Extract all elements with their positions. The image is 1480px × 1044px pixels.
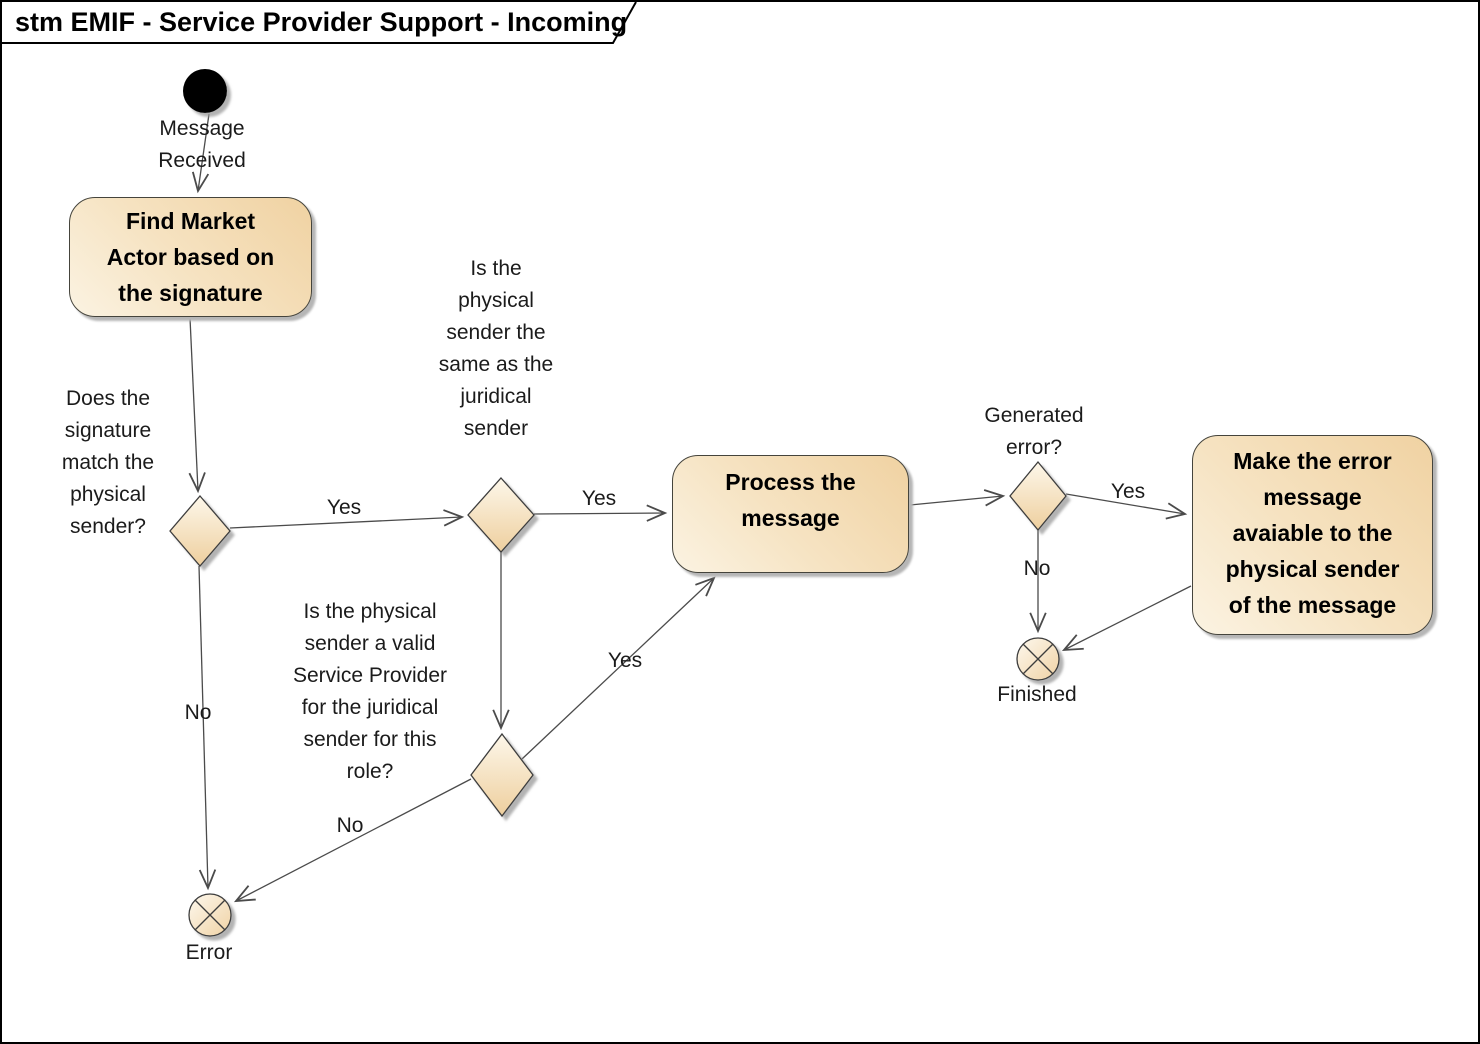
label-decision-valid-service-provider: Is the physical sender a valid Service P… xyxy=(292,600,448,783)
label-message-received: Message Received xyxy=(158,117,246,172)
edge-label-samesender-yes: Yes xyxy=(581,487,617,510)
edge-find-to-signature-decision[interactable] xyxy=(188,317,206,494)
edge-label-generated-no: No xyxy=(1023,557,1051,580)
activity-label-line: message xyxy=(1263,484,1362,510)
edge-validprovider-no[interactable] xyxy=(233,778,472,903)
edge-signature-yes[interactable] xyxy=(229,509,465,529)
edge-label-validprovider-no: No xyxy=(336,814,364,837)
edge-initial-to-find[interactable] xyxy=(191,113,210,194)
edge-label-signature-yes: Yes xyxy=(326,496,362,519)
edge-label-signature-no: No xyxy=(184,701,212,724)
edge-makeerror-to-finished[interactable] xyxy=(1061,585,1192,652)
label-decision-generated-error: Generated error? xyxy=(984,404,1084,459)
final-node-error[interactable] xyxy=(188,893,232,937)
activity-label-line: of the message xyxy=(1228,592,1397,618)
edge-label-generated-yes: Yes xyxy=(1110,480,1146,503)
activity-label-line: physical sender xyxy=(1225,556,1400,582)
edge-generated-yes[interactable] xyxy=(1065,493,1188,520)
decision-valid-service-provider[interactable] xyxy=(470,732,534,818)
activity-label-line: avaiable to the xyxy=(1232,520,1393,546)
decision-signature-match[interactable] xyxy=(169,495,231,567)
label-error-end: Error xyxy=(185,941,233,964)
edge-samesender-yes[interactable] xyxy=(533,504,668,522)
activity-label-line: Actor based on xyxy=(106,244,275,270)
activity-label-line: Make the error xyxy=(1233,448,1392,474)
activity-process-message[interactable]: Process the message xyxy=(672,455,909,573)
activity-label-line: Process the xyxy=(725,469,856,495)
label-decision-same-sender: Is the physical sender the same as the j… xyxy=(438,257,554,440)
activity-label-line: the signature xyxy=(118,280,263,306)
label-decision-signature-match: Does the signature match the physical se… xyxy=(61,387,155,538)
edge-process-to-generated-decision[interactable] xyxy=(909,489,1006,507)
decision-same-sender[interactable] xyxy=(467,477,535,553)
title-tab-outline xyxy=(2,2,637,44)
label-finished-end: Finished xyxy=(997,683,1077,706)
final-node-finished[interactable] xyxy=(1016,637,1060,681)
decision-generated-error[interactable] xyxy=(1009,460,1067,532)
edge-label-validprovider-yes: Yes xyxy=(607,649,643,672)
edge-validprovider-yes[interactable] xyxy=(521,576,716,760)
activity-make-error-available[interactable]: Make the error message avaiable to the p… xyxy=(1192,435,1433,635)
activity-label-line: Find Market xyxy=(125,208,256,234)
activity-find-market-actor[interactable]: Find Market Actor based on the signature xyxy=(69,197,312,317)
activity-label-line: message xyxy=(741,505,840,531)
edge-signature-no[interactable] xyxy=(198,565,217,891)
initial-node[interactable] xyxy=(183,69,227,113)
diagram-title: stm EMIF - Service Provider Support - In… xyxy=(15,7,628,37)
